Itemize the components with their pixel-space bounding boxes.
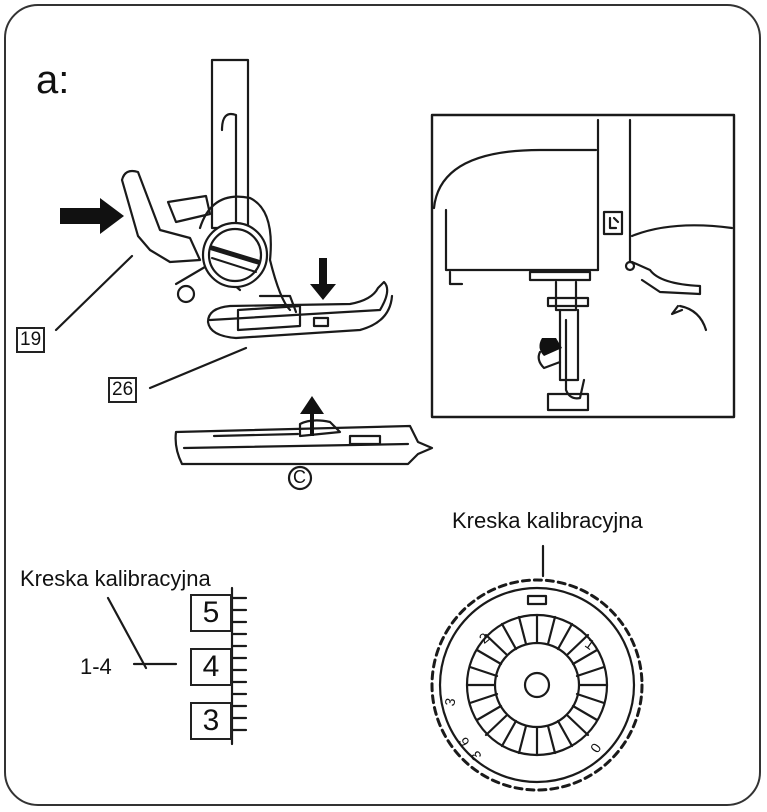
presser-foot-assembly [120, 58, 394, 340]
knob-icon [539, 338, 562, 356]
gauge-digit-5: 5 [190, 594, 232, 632]
machine-inset [432, 118, 734, 412]
diagram-frame [4, 4, 761, 806]
leader-26 [148, 346, 248, 390]
gauge-range-label: 1-4 [80, 654, 112, 679]
down-arrow-icon [310, 258, 336, 300]
section-label: a: [36, 58, 70, 102]
inset-frame [430, 113, 736, 419]
left-gauge-ticks [106, 586, 248, 746]
dial-graphic [430, 544, 644, 792]
accessory-c [174, 419, 434, 491]
gauge-calibration-title: Kreska kalibracyjna [20, 566, 211, 591]
leader-19 [54, 254, 134, 332]
label-c: C [293, 467, 306, 487]
gauge-digit-4: 4 [190, 648, 232, 686]
label-26: 26 [108, 377, 138, 403]
right-arrow-icon [60, 198, 124, 234]
gauge-digit-3: 3 [190, 702, 232, 740]
leader-calibration [106, 596, 148, 670]
dial-calibration-title: Kreska kalibracyjna [452, 508, 643, 533]
arrows [60, 198, 562, 436]
label-19: 19 [16, 327, 46, 353]
up-arrow-icon [300, 396, 324, 436]
